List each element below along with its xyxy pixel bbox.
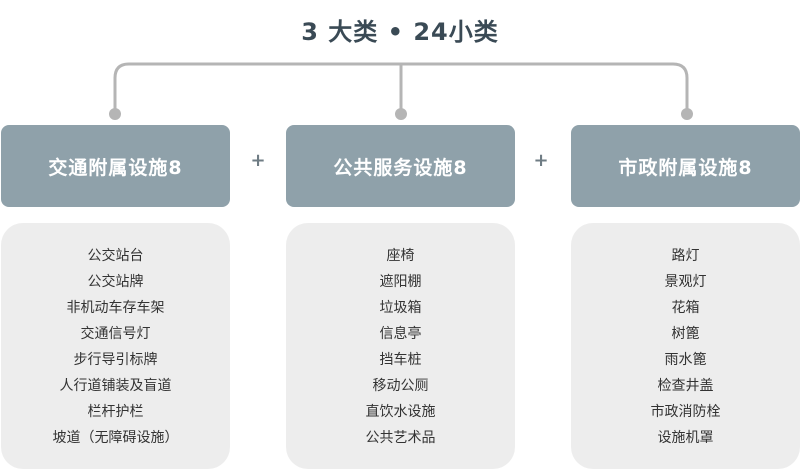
list-item: 挡车桩 [379,352,422,368]
diagram-title: 3 大类 • 24小类 [301,18,499,46]
list-item: 人行道铺装及盲道 [59,378,172,394]
list-item: 坡道（无障碍设施） [52,430,179,446]
list-item: 信息亭 [379,326,422,342]
connector-dot-center [395,108,407,120]
list-item: 设施机罩 [657,430,714,446]
list-item: 座椅 [386,248,415,264]
category-panel-transport: 公交站台 公交站牌 非机动车存车架 交通信号灯 步行导引标牌 人行道铺装及盲道 … [1,223,230,469]
list-item: 公共艺术品 [365,430,436,446]
item-list-public-service: 座椅 遮阳棚 垃圾箱 信息亭 挡车桩 移动公厕 直饮水设施 公共艺术品 [286,223,515,451]
item-list-municipal: 路灯 景观灯 花箱 树篦 雨水篦 检查井盖 市政消防栓 设施机罩 [571,223,800,451]
plus-separator-2: + [533,150,549,171]
connector-dot-right [681,108,693,120]
category-header-municipal: 市政附属设施8 [571,125,800,207]
connector-path [113,62,689,114]
list-item: 遮阳棚 [379,274,422,290]
list-item: 树篦 [671,326,700,342]
list-item: 检查井盖 [657,378,714,394]
category-header-transport: 交通附属设施8 [1,125,230,207]
category-panel-public-service: 座椅 遮阳棚 垃圾箱 信息亭 挡车桩 移动公厕 直饮水设施 公共艺术品 [286,223,515,469]
list-item: 市政消防栓 [650,404,721,420]
list-item: 垃圾箱 [379,300,422,316]
list-item: 公交站牌 [87,274,144,290]
list-item: 步行导引标牌 [73,352,158,368]
connector-lines [109,62,693,120]
list-item: 景观灯 [664,274,707,290]
list-item: 栏杆护栏 [87,404,144,420]
list-item: 直饮水设施 [365,404,436,420]
category-panel-municipal: 路灯 景观灯 花箱 树篦 雨水篦 检查井盖 市政消防栓 设施机罩 [571,223,800,469]
list-item: 非机动车存车架 [66,300,165,316]
connector-dot-left [109,108,121,120]
category-header-public-service: 公共服务设施8 [286,125,515,207]
list-item: 公交站台 [87,248,144,264]
list-item: 雨水篦 [664,352,707,368]
item-list-transport: 公交站台 公交站牌 非机动车存车架 交通信号灯 步行导引标牌 人行道铺装及盲道 … [1,223,230,451]
plus-separator-1: + [250,150,266,171]
list-item: 移动公厕 [372,378,429,394]
list-item: 交通信号灯 [80,326,151,342]
list-item: 路灯 [671,248,700,264]
list-item: 花箱 [671,300,700,316]
